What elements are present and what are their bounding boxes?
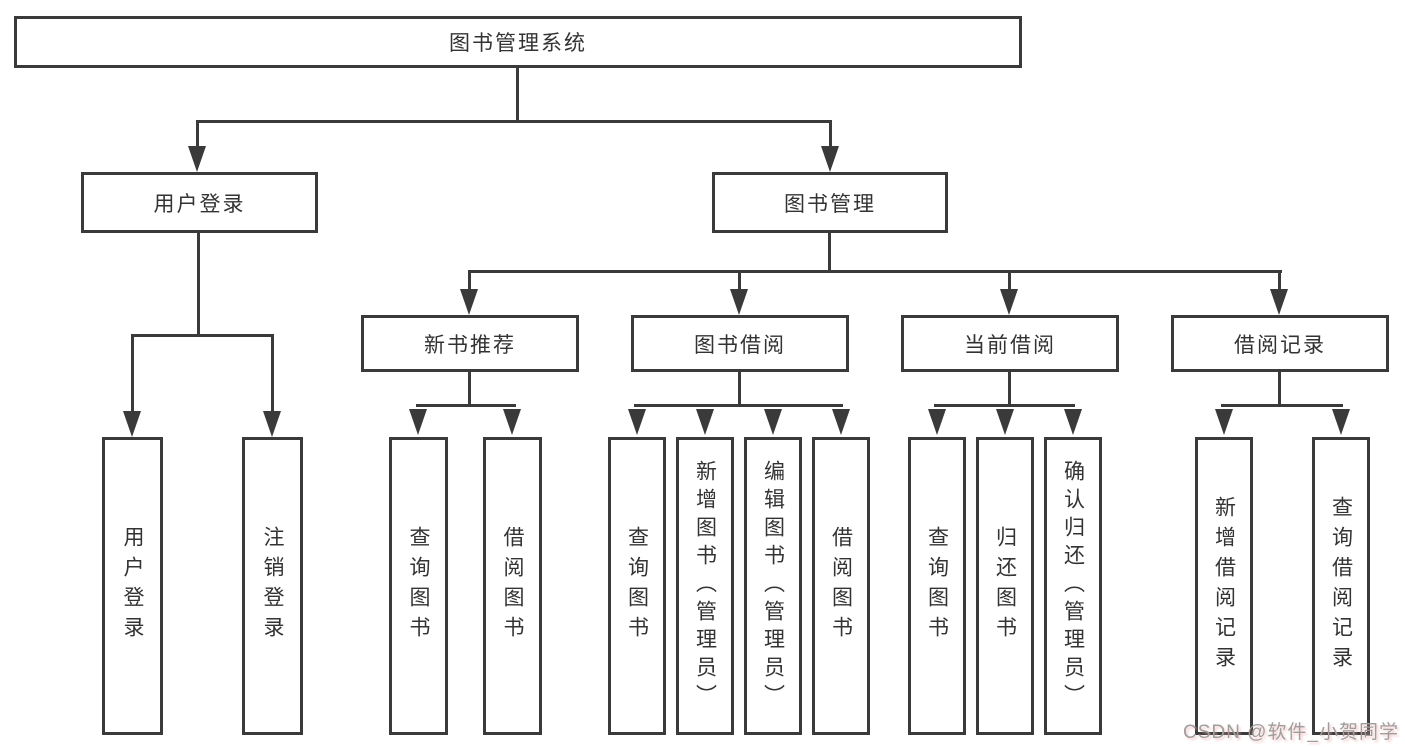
arrowhead-icon (1332, 409, 1350, 435)
connector-line (1008, 270, 1011, 291)
node-root-system: 图书管理系统 (14, 16, 1022, 68)
arrowhead-icon (188, 146, 206, 172)
arrowhead-icon (1270, 289, 1288, 315)
connector-line (738, 372, 741, 406)
arrowhead-icon (996, 409, 1014, 435)
connector-line (468, 270, 471, 291)
leaf-confirm-return-admin: 确认归还（管理员） (1044, 437, 1102, 735)
leaf-query-books-current: 查询图书 (908, 437, 966, 735)
arrowhead-icon (764, 409, 782, 435)
leaf-edit-books-admin: 编辑图书（管理员） (744, 437, 802, 735)
connector-line (271, 334, 274, 414)
connector-line (197, 233, 200, 336)
arrowhead-icon (1064, 409, 1082, 435)
connector-line (934, 404, 1075, 407)
connector-line (416, 404, 516, 407)
arrowhead-icon (460, 289, 478, 315)
arrowhead-icon (1000, 289, 1018, 315)
connector-line (131, 334, 134, 414)
leaf-add-books-admin: 新增图书（管理员） (676, 437, 734, 735)
leaf-query-books-recommend: 查询图书 (389, 437, 448, 735)
connector-line (1221, 404, 1343, 407)
leaf-query-borrow-record: 查询借阅记录 (1312, 437, 1370, 735)
connector-line (131, 334, 273, 337)
connector-line (828, 233, 831, 271)
connector-line (468, 372, 471, 406)
connector-line (738, 270, 741, 291)
connector-line (634, 404, 843, 407)
arrowhead-icon (503, 409, 521, 435)
node-book-borrow: 图书借阅 (631, 315, 849, 372)
connector-line (196, 120, 199, 150)
node-user-login: 用户登录 (81, 172, 318, 233)
node-book-management: 图书管理 (712, 172, 948, 233)
connector-line (516, 68, 519, 122)
connector-line (1278, 372, 1281, 406)
arrowhead-icon (832, 409, 850, 435)
leaf-user-login: 用户登录 (102, 437, 163, 735)
connector-line (1278, 270, 1281, 291)
arrowhead-icon (730, 289, 748, 315)
leaf-query-books-borrow: 查询图书 (608, 437, 666, 735)
leaf-add-borrow-record: 新增借阅记录 (1195, 437, 1253, 735)
arrowhead-icon (409, 409, 427, 435)
node-borrow-records: 借阅记录 (1171, 315, 1389, 372)
connector-line (1008, 372, 1011, 406)
leaf-borrow-books-recommend: 借阅图书 (483, 437, 542, 735)
node-new-book-recommend: 新书推荐 (361, 315, 579, 372)
arrowhead-icon (628, 409, 646, 435)
leaf-logout: 注销登录 (242, 437, 303, 735)
connector-line (468, 270, 1282, 273)
csdn-watermark: CSDN @软件_小贺同学 (1183, 722, 1399, 743)
leaf-borrow-books: 借阅图书 (812, 437, 870, 735)
connector-line (196, 120, 832, 123)
arrowhead-icon (821, 146, 839, 172)
arrowhead-icon (696, 409, 714, 435)
node-current-borrow: 当前借阅 (901, 315, 1119, 372)
arrowhead-icon (1215, 409, 1233, 435)
leaf-return-books: 归还图书 (976, 437, 1034, 735)
connector-line (829, 120, 832, 150)
arrowhead-icon (928, 409, 946, 435)
arrowhead-icon (263, 411, 281, 437)
arrowhead-icon (123, 411, 141, 437)
